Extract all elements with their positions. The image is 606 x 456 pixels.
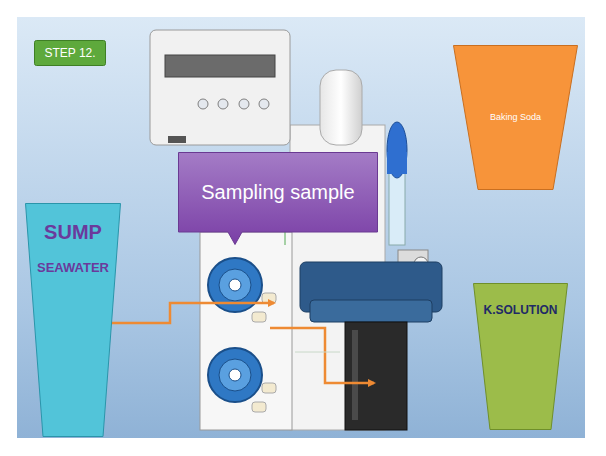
node-text: SEAWATER bbox=[25, 261, 121, 275]
node-text: Sampling sample bbox=[178, 181, 378, 203]
node-text: SUMP bbox=[25, 221, 121, 243]
sump-container: SUMP SEAWATER bbox=[25, 203, 121, 437]
node-text: STEP 12. bbox=[34, 40, 106, 66]
node-text: K.SOLUTION bbox=[473, 304, 568, 317]
baking-soda-container: Baking Soda bbox=[453, 45, 578, 190]
node-text: Baking Soda bbox=[453, 113, 578, 123]
step-badge: STEP 12. bbox=[34, 40, 106, 66]
callout-box: Sampling sample bbox=[178, 152, 378, 245]
k-solution-container: K.SOLUTION bbox=[473, 283, 568, 430]
